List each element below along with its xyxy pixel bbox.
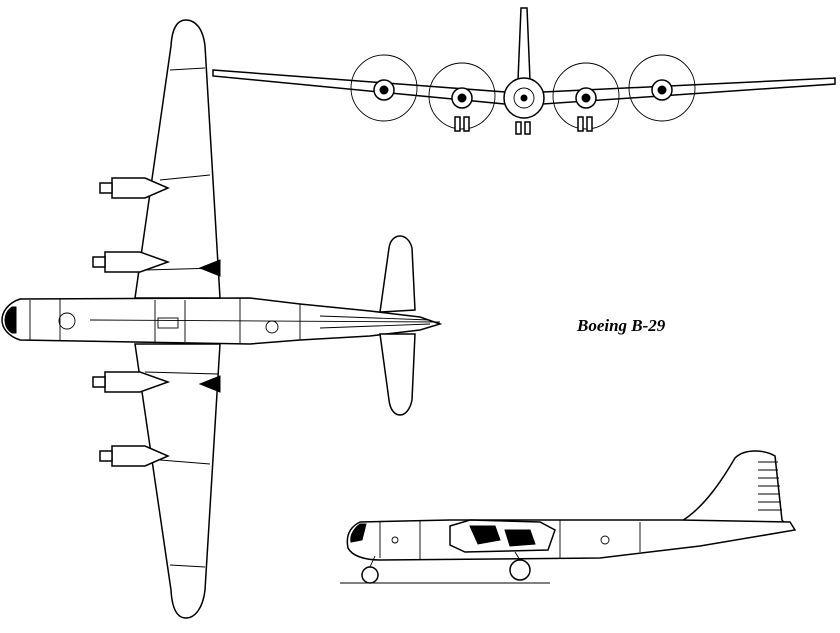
side-main-wheel (509, 559, 531, 581)
plan-tail-upper (379, 235, 416, 313)
plan-nacelle-1 (99, 177, 170, 199)
propeller-disc-4 (628, 54, 696, 122)
propeller-disc-3 (552, 62, 620, 130)
side-nose-wheel (361, 566, 379, 584)
plan-tail-lower (379, 333, 416, 416)
drawing-caption: Boeing B-29 (577, 316, 666, 335)
propeller-disc-1 (350, 54, 418, 122)
plan-nacelle-3 (92, 371, 171, 393)
plan-nose-glazing (4, 306, 17, 334)
plan-nacelle-4 (99, 445, 170, 467)
side-fin (677, 450, 792, 531)
front-fin (517, 7, 531, 81)
side-nose-glazing (350, 523, 367, 543)
front-view (212, 7, 836, 135)
side-engine-nacelles (449, 519, 556, 553)
plan-upper-wing (134, 19, 221, 299)
side-fuselage (346, 519, 797, 561)
side-view (340, 450, 797, 584)
plan-lower-wing (134, 343, 221, 619)
plan-nacelle-2 (92, 251, 171, 273)
propeller-disc-2 (428, 62, 496, 130)
plan-view (1, 19, 443, 619)
